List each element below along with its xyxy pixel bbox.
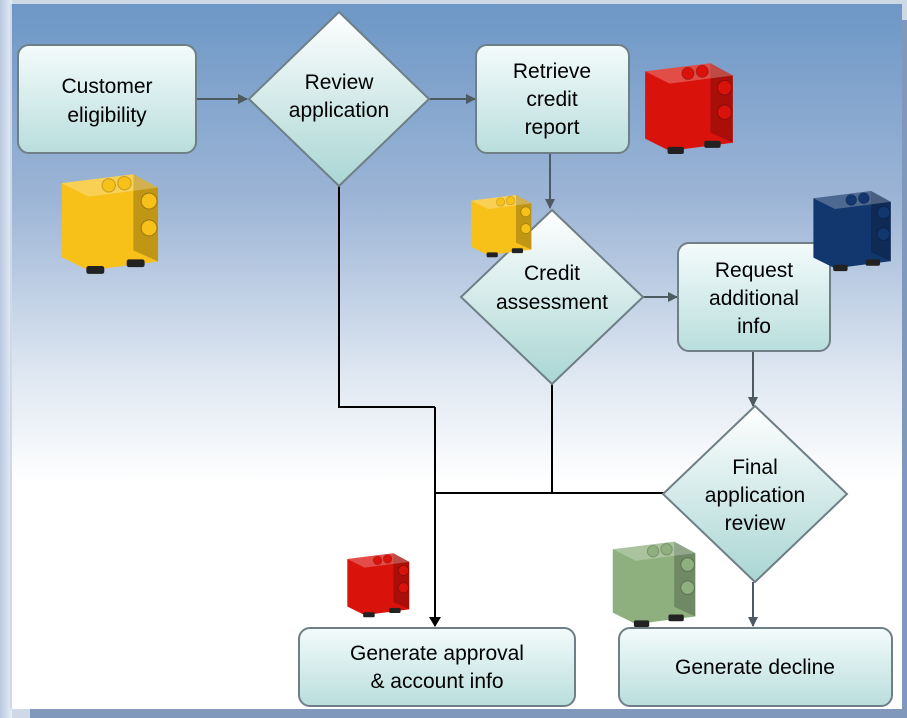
node-review-application: Review application (247, 10, 431, 188)
node-label: report (525, 116, 580, 139)
node-label: application (705, 484, 805, 507)
red-block-icon (644, 62, 734, 155)
frame-shadow-right (900, 20, 907, 718)
node-label: Credit (524, 262, 580, 285)
frame-shadow-bottom (30, 708, 907, 718)
node-label: Final (732, 456, 778, 479)
node-label: assessment (496, 291, 608, 314)
node-label: application (289, 99, 389, 122)
node-generate-approval: Generate approval & account info (298, 627, 576, 707)
approval-connectors (338, 184, 664, 627)
node-retrieve-credit-report: Retrieve credit report (475, 44, 630, 154)
yellow-block-icon (61, 173, 159, 275)
red-small-block-icon (346, 552, 410, 618)
node-customer-eligibility: Customer eligibility (17, 44, 197, 154)
node-label: additional (709, 287, 799, 310)
node-generate-decline: Generate decline (618, 627, 893, 707)
node-label: review (725, 512, 787, 535)
node-label: credit (526, 88, 578, 111)
node-label: Review (305, 71, 375, 94)
left-margin-bar (0, 0, 12, 718)
node-final-application-review: Final application review (661, 404, 849, 584)
node-label: info (737, 315, 771, 338)
node-label: Customer (61, 75, 152, 98)
navy-block-icon (812, 190, 892, 272)
line-review-to-approval (338, 184, 435, 408)
green-block-icon (612, 541, 696, 628)
node-label: & account info (370, 670, 503, 693)
node-label: Generate approval (350, 642, 524, 665)
node-credit-assessment: Credit assessment (459, 208, 645, 386)
yellow-small-block-icon (470, 194, 532, 258)
connectors (197, 94, 758, 627)
node-label: Generate decline (675, 656, 835, 679)
node-label: Request (715, 259, 793, 282)
node-request-additional-info: Request additional info (677, 242, 831, 352)
line-assessment-to-approval (435, 383, 553, 494)
node-label: Retrieve (513, 60, 591, 83)
node-label: eligibility (67, 104, 147, 127)
